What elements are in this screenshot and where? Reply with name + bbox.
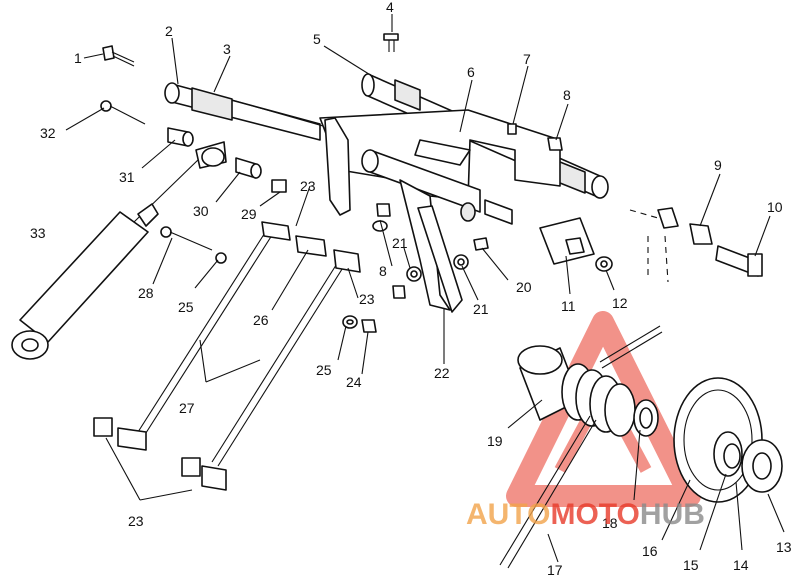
spring-assembly [499,325,663,569]
callout-21-lower: 21 [473,301,489,317]
callout-6: 6 [467,64,475,80]
idler-wheel [673,377,783,503]
callout-14: 14 [733,557,749,573]
callout-7: 7 [523,51,531,67]
callout-12: 12 [612,295,628,311]
callout-23-top: 23 [300,178,316,194]
watermark-text: AUTOMOTOHUB [466,498,705,531]
left-bushings [167,127,287,193]
control-rods [93,221,361,491]
callout-21-upper: 21 [392,235,408,251]
callout-24: 24 [346,374,362,390]
callout-1: 1 [74,50,82,66]
callout-8-lower: 8 [379,263,387,279]
upper-cross-shaft [164,82,331,141]
callout-31: 31 [119,169,135,185]
callout-18: 18 [602,515,618,531]
callout-28: 28 [138,285,154,301]
small-hardware [215,33,563,333]
callout-13: 13 [776,539,792,555]
leader-lines [65,14,785,563]
scissor-link [417,205,463,313]
svg-text:AUTOMOTOHUB: AUTOMOTOHUB [466,498,705,531]
callout-4: 4 [386,0,394,15]
callout-25-left: 25 [178,299,194,315]
callout-29: 29 [241,206,257,222]
callout-15: 15 [683,557,699,573]
callout-25-right: 25 [316,362,332,378]
callout-5: 5 [313,31,321,47]
callout-27: 27 [179,400,195,416]
callout-9: 9 [714,157,722,173]
callout-20: 20 [516,279,532,295]
watermark-auto: AUTO [466,498,550,531]
callout-33: 33 [30,225,46,241]
callout-2: 2 [165,23,173,39]
callout-30: 30 [193,203,209,219]
watermark-hub: HUB [640,498,705,531]
carrier-frame [319,109,561,311]
callout-8-upper: 8 [563,87,571,103]
callout-11: 11 [561,298,576,314]
callout-32: 32 [40,125,56,141]
callout-26: 26 [253,312,269,328]
callout-16: 16 [642,543,658,559]
callout-22: 22 [434,365,450,381]
callout-19: 19 [487,433,503,449]
callout-10: 10 [767,199,783,215]
side-brackets [539,207,763,283]
bolts [100,45,213,251]
callout-17: 17 [547,562,563,575]
callout-23-bottom: 23 [128,513,144,529]
watermark-moto: MOTO [550,498,639,531]
shock-absorber [11,141,227,360]
callout-labels: 1 2 3 4 5 6 7 8 8 9 10 11 12 13 14 15 16… [30,0,792,575]
callout-3: 3 [223,41,231,57]
callout-23-mid: 23 [359,291,375,307]
